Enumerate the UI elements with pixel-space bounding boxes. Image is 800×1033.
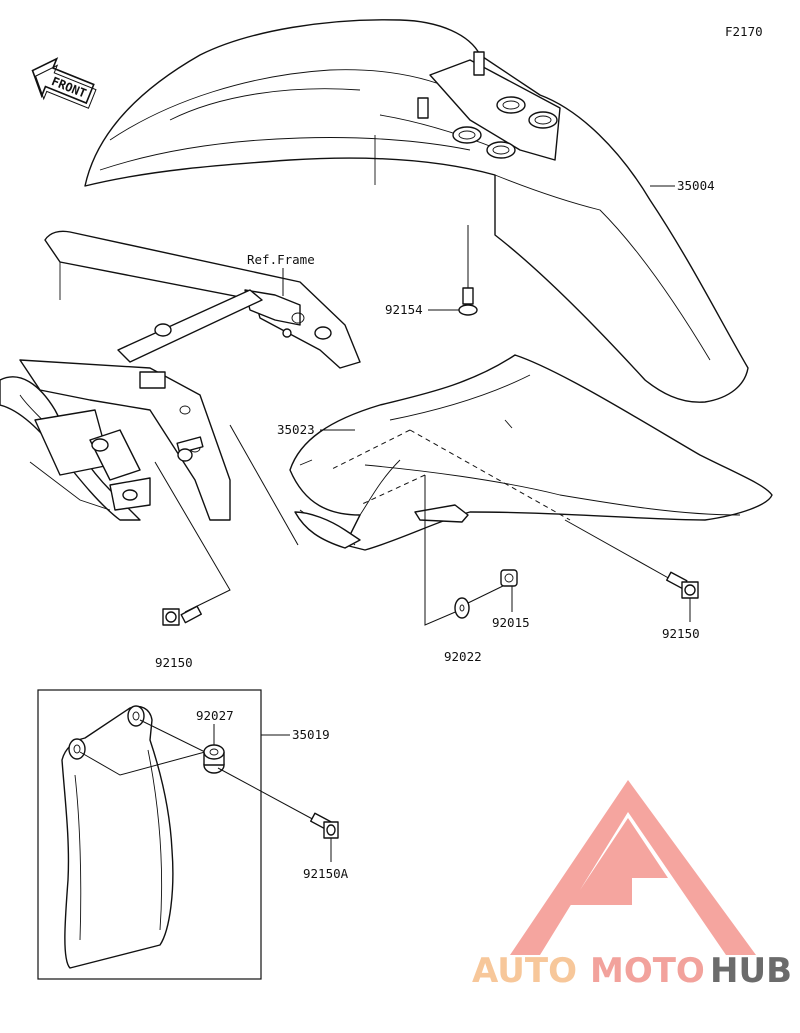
front-arrow-icon: FRONT: [31, 57, 97, 109]
part-label-92027: 92027: [196, 708, 234, 723]
fork-guard-35019: [61, 705, 174, 969]
leader-92027: [79, 719, 207, 776]
part-label-92015: 92015: [492, 615, 530, 630]
watermark-hub: HUB: [710, 951, 792, 991]
leader-92022-92015: [424, 475, 461, 626]
part-label-35023: 35023: [277, 422, 315, 437]
dashed-guide-35023: [329, 429, 571, 521]
bolt-icon-92150A: [310, 812, 339, 839]
bolt-icon-92150-right: [666, 571, 699, 599]
part-label-92154: 92154: [385, 302, 423, 317]
part-label-92150A: 92150A: [303, 866, 349, 881]
front-fender-35004: [84, 19, 749, 403]
bolt-icon-92150-left: [154, 424, 299, 626]
part-label-35004: 35004: [677, 178, 715, 193]
ref-frame-label: Ref.Frame: [247, 252, 315, 267]
watermark-auto: AUTO: [472, 951, 577, 991]
part-label-35019: 35019: [292, 727, 330, 742]
leader-92015-link: [467, 584, 506, 604]
part-label-92150-left: 92150: [155, 655, 193, 670]
automotohub-watermark: AUTO MOTO HUB: [472, 780, 792, 991]
watermark-moto: MOTO: [590, 951, 705, 991]
nut-icon-92015: [500, 569, 518, 587]
kit-box-35019: [37, 689, 262, 980]
leader-92150A: [217, 767, 319, 823]
frame-reference: [0, 230, 361, 521]
washer-icon-92022: [454, 597, 470, 619]
part-label-92150-right: 92150: [662, 626, 700, 641]
collar-icon-92027: [203, 744, 225, 774]
rear-fender-35023: [289, 354, 773, 551]
watermark-logo-icon: [510, 780, 756, 955]
leader-92150-right: [564, 519, 673, 581]
part-label-92022: 92022: [444, 649, 482, 664]
figure-code: F2170: [725, 24, 763, 39]
bolt-icon-92154: [458, 225, 478, 316]
